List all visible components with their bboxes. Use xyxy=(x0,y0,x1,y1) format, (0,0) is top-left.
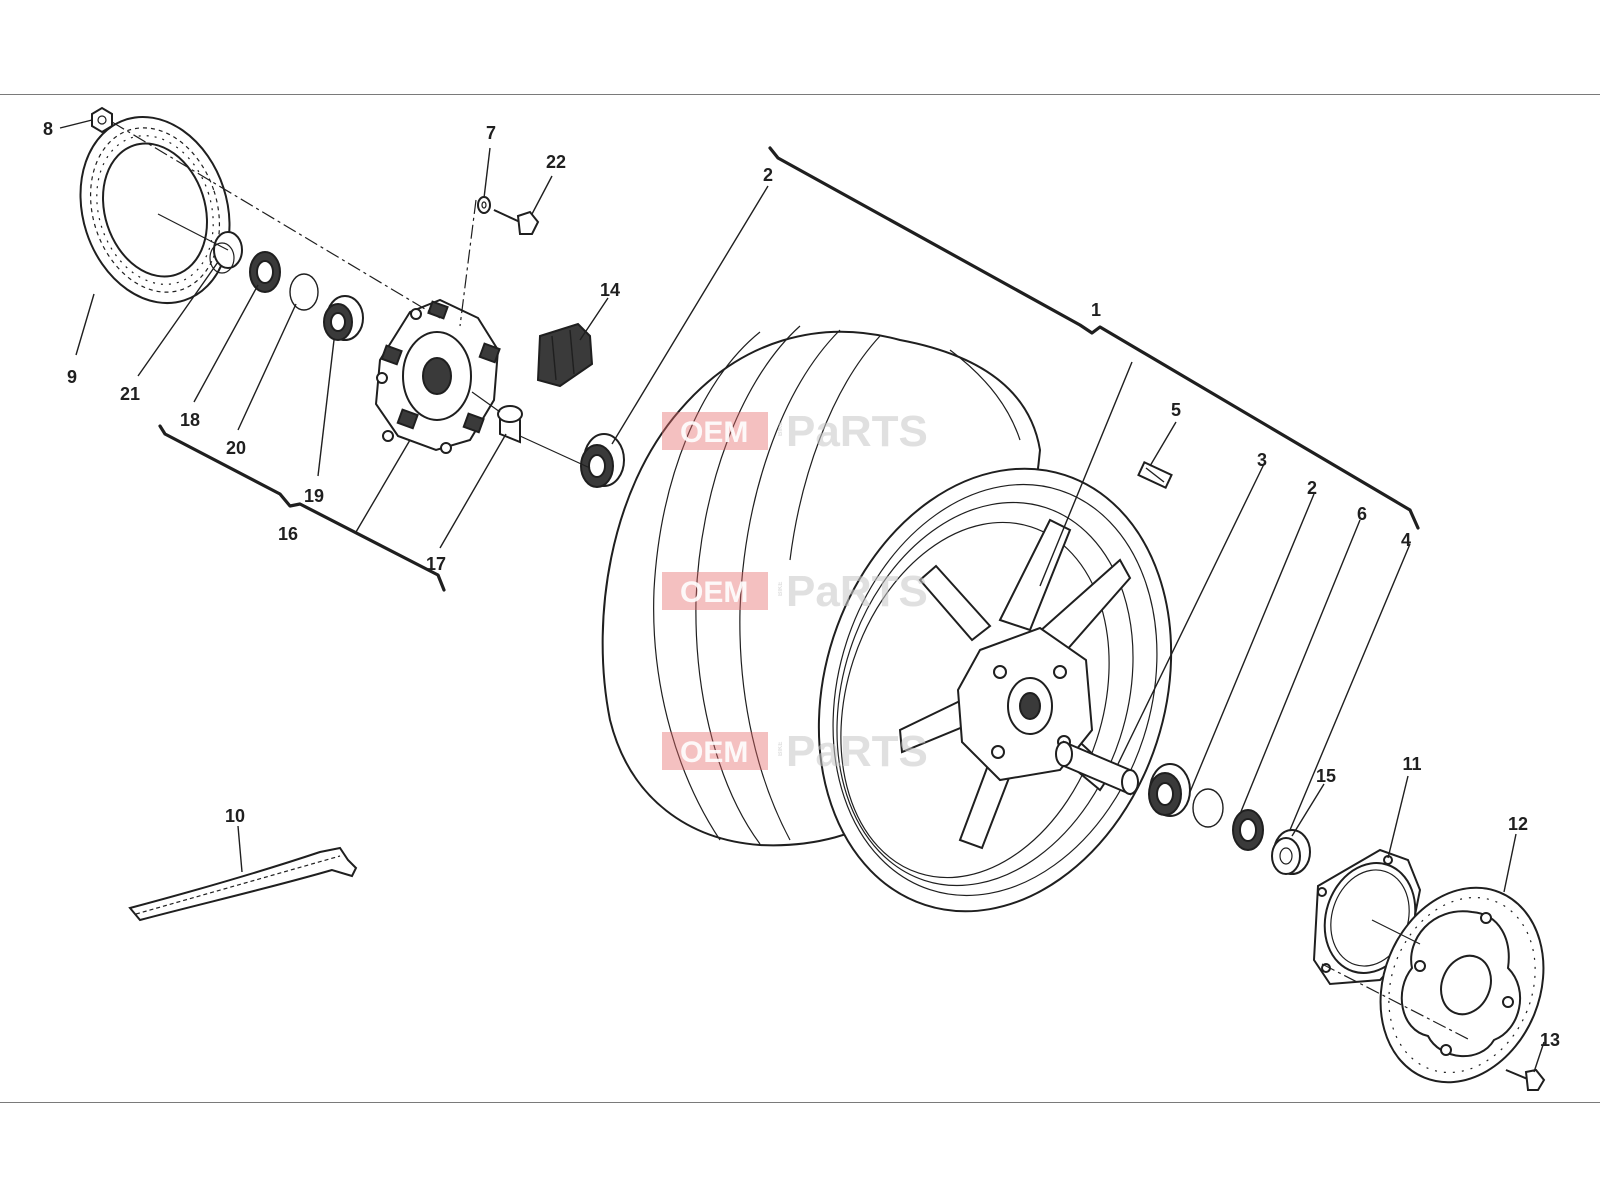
svg-text:PaRTS: PaRTS xyxy=(786,407,928,456)
cush-drive-rubber xyxy=(536,322,594,388)
callout-14[interactable]: 14 xyxy=(600,280,620,300)
callout-1[interactable]: 1 xyxy=(1091,300,1101,320)
svg-text:OEM: OEM xyxy=(680,416,748,449)
sprocket-nut xyxy=(91,106,113,134)
circlip-20 xyxy=(289,273,319,311)
seal-6 xyxy=(1232,809,1264,851)
callout-9[interactable]: 9 xyxy=(67,367,77,387)
watermark-2: OEM BIKE PaRTS xyxy=(662,567,928,616)
callout-15[interactable]: 15 xyxy=(1316,766,1336,786)
disc-bolt xyxy=(1505,1068,1546,1091)
wheel-bearing-left xyxy=(580,433,625,488)
svg-text:PaRTS: PaRTS xyxy=(786,727,928,776)
callout-labels: 1 2 2 3 4 5 6 7 8 9 10 11 12 13 14 15 16… xyxy=(43,119,1560,1050)
rear-sprocket xyxy=(79,115,231,305)
rear-brake-disc xyxy=(1379,886,1545,1084)
washer-7 xyxy=(477,196,491,214)
sprocket-flange xyxy=(374,298,501,454)
wheel-bearing-right xyxy=(1148,763,1191,817)
tyre-valve xyxy=(1137,460,1173,490)
svg-text:OEM: OEM xyxy=(680,576,748,609)
rear-rim xyxy=(817,467,1173,913)
bearing-19 xyxy=(323,295,364,341)
callout-18[interactable]: 18 xyxy=(180,410,200,430)
callout-2[interactable]: 2 xyxy=(1307,478,1317,498)
callout-2[interactable]: 2 xyxy=(763,165,773,185)
callout-5[interactable]: 5 xyxy=(1171,400,1181,420)
svg-text:PaRTS: PaRTS xyxy=(786,567,928,616)
callout-12[interactable]: 12 xyxy=(1508,814,1528,834)
svg-text:BIKE: BIKE xyxy=(778,742,784,756)
bottom-rule xyxy=(0,1102,1600,1103)
callout-16[interactable]: 16 xyxy=(278,524,298,544)
callout-17[interactable]: 17 xyxy=(426,554,446,574)
callout-22[interactable]: 22 xyxy=(546,152,566,172)
callout-20[interactable]: 20 xyxy=(226,438,246,458)
callout-4[interactable]: 4 xyxy=(1401,530,1411,550)
spacer-15 xyxy=(1271,829,1311,875)
svg-text:BIKE: BIKE xyxy=(778,582,784,596)
callout-3[interactable]: 3 xyxy=(1257,450,1267,470)
drive-chain xyxy=(128,846,358,922)
circlip-2 xyxy=(1192,788,1224,828)
bolt-22 xyxy=(493,209,540,235)
callout-11[interactable]: 11 xyxy=(1402,754,1421,774)
bracket-1 xyxy=(768,146,1420,530)
spacer-17 xyxy=(497,405,523,444)
callout-8[interactable]: 8 xyxy=(43,119,53,139)
seal-18 xyxy=(249,251,281,293)
spacer-3 xyxy=(1055,740,1139,796)
callout-10[interactable]: 10 xyxy=(225,806,245,826)
svg-text:BIKE: BIKE xyxy=(778,422,784,436)
callout-13[interactable]: 13 xyxy=(1540,1030,1560,1050)
callout-21[interactable]: 21 xyxy=(120,384,140,404)
callout-19[interactable]: 19 xyxy=(304,486,324,506)
top-rule xyxy=(0,94,1600,95)
watermark-1: OEM BIKE PaRTS xyxy=(662,407,928,456)
leader-lines xyxy=(59,119,1545,1073)
callout-6[interactable]: 6 xyxy=(1357,504,1367,524)
bracket-16 xyxy=(158,424,446,592)
callout-7[interactable]: 7 xyxy=(486,123,496,143)
watermark-3: OEM BIKE PaRTS xyxy=(662,727,928,776)
assembly-axes xyxy=(111,121,1471,1041)
svg-text:OEM: OEM xyxy=(680,736,748,769)
